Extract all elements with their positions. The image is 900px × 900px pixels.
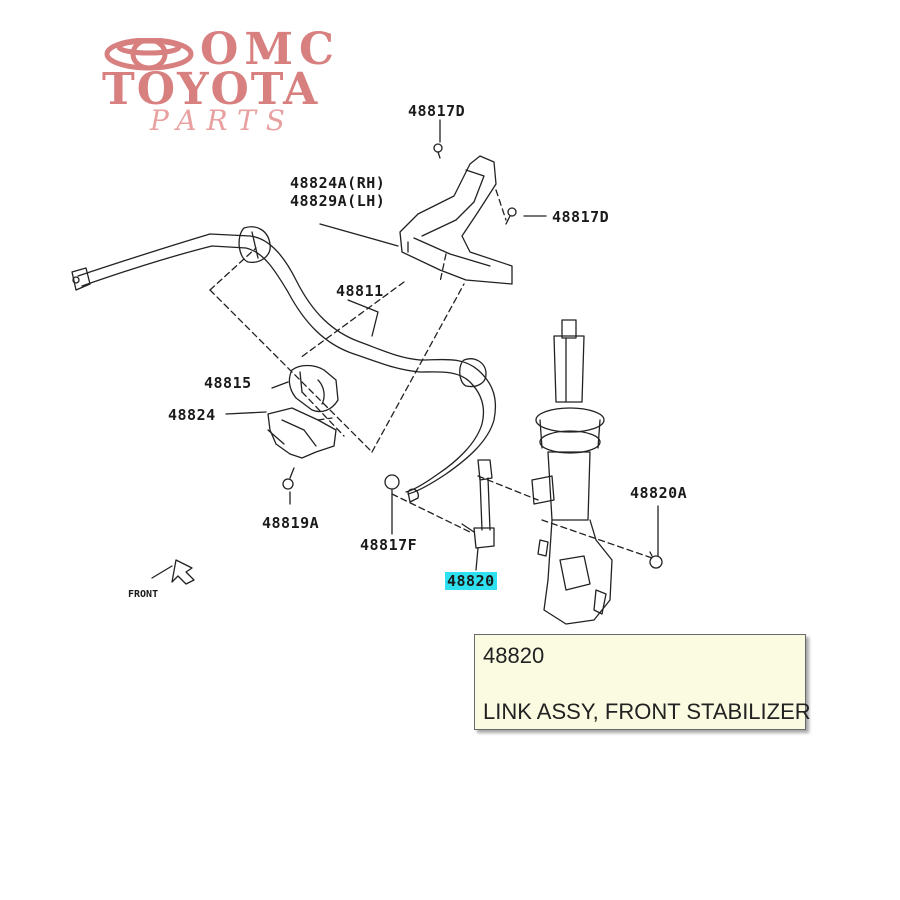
logo-text-parts: PARTS	[150, 104, 295, 137]
part-label-48815[interactable]: 48815	[204, 374, 252, 392]
front-arrow-icon	[151, 559, 195, 585]
part-label-48817d-right[interactable]: 48817D	[552, 208, 610, 226]
part-label-48811[interactable]: 48811	[336, 282, 384, 300]
bushing-48815	[288, 364, 339, 413]
logo-text-toyota: TOYOTA	[102, 64, 320, 115]
bracket-48824a	[399, 143, 517, 285]
stabilizer-bar	[71, 233, 497, 495]
part-label-48824a[interactable]: 48824A(RH)	[290, 174, 386, 192]
part-label-48817f[interactable]: 48817F	[360, 536, 418, 554]
logo-graphic	[104, 38, 194, 71]
logo-text-omc: OMC	[200, 24, 341, 75]
tooltip-part-description: LINK ASSY, FRONT STABILIZER	[483, 699, 811, 724]
dashed-assembly-lines	[209, 189, 653, 559]
part-label-48817d-top[interactable]: 48817D	[408, 102, 466, 120]
part-label-48820a[interactable]: 48820A	[630, 484, 688, 502]
bracket-48824	[267, 407, 337, 490]
bushing-left	[238, 226, 271, 263]
part-label-48819a[interactable]: 48819A	[262, 514, 320, 532]
leader-lines	[225, 119, 659, 571]
nut-48817f	[384, 474, 419, 503]
tooltip-part-code: 48820	[483, 643, 545, 668]
part-label-48824[interactable]: 48824	[168, 406, 216, 424]
part-label-48820-highlighted[interactable]: 48820	[445, 572, 497, 590]
strut-assembly	[531, 319, 663, 625]
front-direction-label: FRONT	[128, 589, 159, 600]
bushing-right	[459, 358, 487, 388]
part-label-48829a[interactable]: 48829A(LH)	[290, 192, 386, 210]
stabilizer-link	[461, 459, 495, 549]
part-tooltip: 48820 LINK ASSY, FRONT STABILIZER	[474, 634, 811, 730]
